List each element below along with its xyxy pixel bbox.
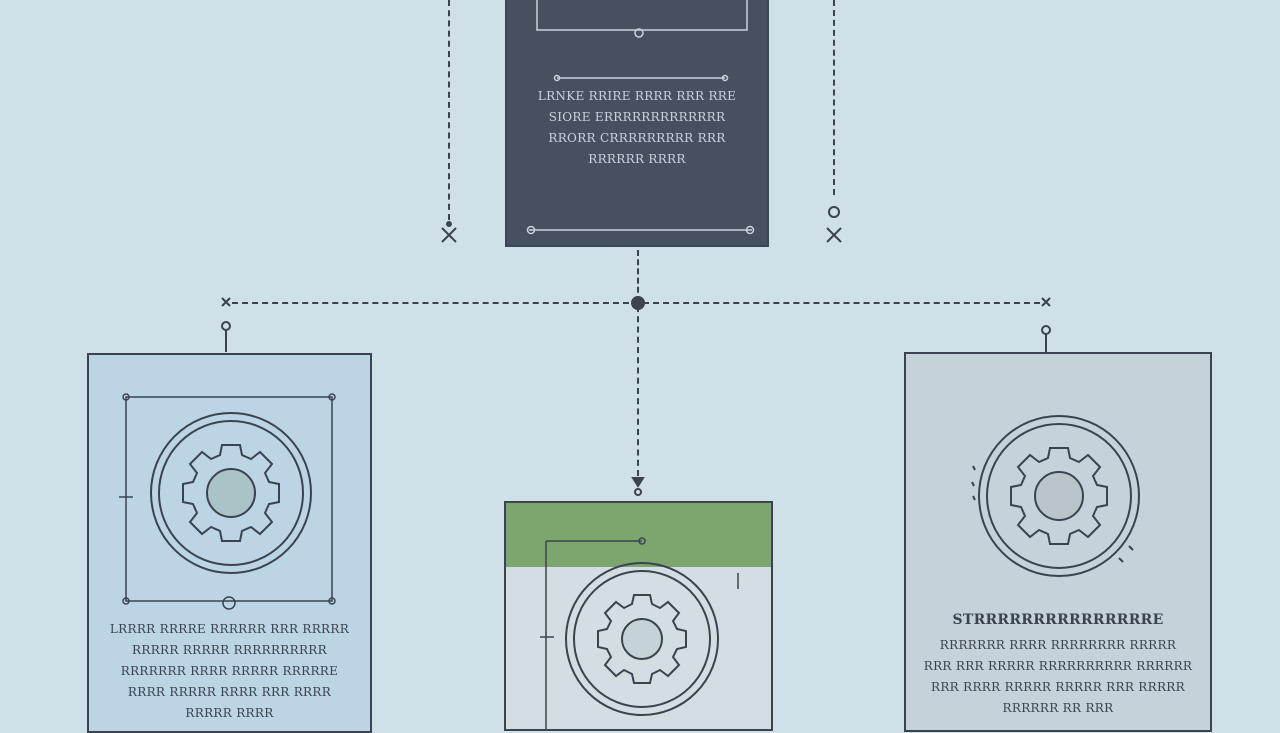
node-center[interactable] [504, 501, 773, 731]
node-right-title: STRRRRRRRRRRRRRRRE [952, 612, 1164, 628]
text-line: RRRR RRRRR RRRR RRR RRRR [127, 685, 332, 699]
connector-center-vertical-upper [637, 250, 639, 302]
link-ring-icon [1041, 325, 1051, 335]
node-top-ornament [526, 0, 755, 235]
link-ring-icon [828, 206, 840, 218]
connector-center-vertical-lower [637, 306, 639, 476]
link-ring-icon [221, 321, 231, 331]
node-left[interactable]: LRRRR RRRRE RRRRRR RRR RRRRR RRRRR RRRRR… [87, 353, 372, 733]
star-marker-icon [826, 227, 842, 243]
text-line: RRRRRRR RRRR RRRRRRRR RRRRR [939, 638, 1177, 652]
text-line: LRNKE RRIRE RRRR RRR RRE [537, 89, 737, 103]
gear-icon [150, 412, 312, 574]
junction-dot [631, 296, 645, 310]
node-right[interactable]: STRRRRRRRRRRRRRRRE RRRRRRR RRRR RRRRRRRR… [904, 352, 1212, 732]
text-line: LRRRR RRRRE RRRRRR RRR RRRRR [109, 622, 350, 636]
text-line: RRRRR RRRR [185, 706, 274, 720]
gear-icon [971, 415, 1140, 577]
text-line: RRRRRR RRRR [588, 152, 686, 166]
junction-dot [446, 221, 452, 227]
text-line: RRRRRRR RRRR RRRRR RRRRRE [120, 664, 339, 678]
x-marker-icon [1041, 297, 1051, 307]
node-center-header [506, 503, 771, 567]
star-marker-icon [441, 227, 457, 243]
x-marker-icon [221, 297, 231, 307]
text-line: RRR RRR RRRRR RRRRRRRRRR RRRRRR [923, 659, 1193, 673]
text-line: SIORE ERRRRRRRRRRRRR [548, 110, 726, 124]
text-line: RRRRRR RR RRR [1002, 701, 1114, 715]
gear-icon [565, 562, 719, 716]
text-line: RRR RRRR RRRRR RRRRR RRR RRRRR [931, 680, 1185, 694]
node-top-text: LRNKE RRIRE RRRR RRR RRE SIORE ERRRRRRRR… [507, 86, 767, 170]
text-line: RRRRR RRRRR RRRRRRRRRR [132, 643, 327, 657]
text-line: RRORR CRRRRRRRRR RRR [548, 131, 726, 145]
node-center-frame [540, 537, 739, 729]
node-right-text: STRRRRRRRRRRRRRRRE RRRRRRR RRRR RRRRRRRR… [906, 610, 1210, 719]
node-top[interactable]: LRNKE RRIRE RRRR RRR RRE SIORE ERRRRRRRR… [505, 0, 769, 247]
arrow-head-icon [631, 477, 645, 488]
node-left-frame [119, 393, 336, 610]
node-left-text: LRRRR RRRRE RRRRRR RRR RRRRR RRRRR RRRRR… [89, 619, 370, 724]
link-ring-icon [634, 488, 642, 496]
connector-top-left-vertical [448, 0, 450, 220]
connector-top-right-vertical [833, 0, 835, 195]
